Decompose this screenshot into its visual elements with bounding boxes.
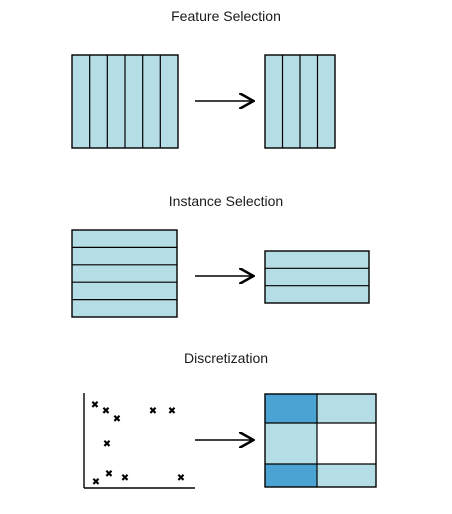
feature-input-matrix <box>71 54 179 149</box>
grid-cell-dark <box>265 464 317 487</box>
scatter-point: ✖ <box>121 473 129 484</box>
feature-selection-title: Feature Selection <box>171 8 281 24</box>
scatter-point: ✖ <box>105 469 113 480</box>
grid-cell-empty <box>317 423 376 464</box>
instance-output-box <box>264 250 370 304</box>
scatter-point: ✖ <box>102 406 110 417</box>
scatter-point: ✖ <box>149 406 157 417</box>
scatter-point: ✖ <box>92 477 100 488</box>
scatter-point: ✖ <box>177 473 185 484</box>
grid-cell-light <box>317 464 376 487</box>
instance-input-matrix <box>71 229 178 318</box>
grid-border <box>264 393 377 488</box>
discretized-grid <box>264 393 377 488</box>
instance-input-box <box>71 229 178 318</box>
instance-selection-title: Instance Selection <box>168 193 284 209</box>
scatter-point: ✖ <box>91 400 99 411</box>
scatter-plot: ✖ ✖ ✖ ✖ ✖ ✖ ✖ ✖ ✖ ✖ <box>83 393 195 489</box>
grid-cell-light <box>265 423 317 464</box>
grid-cell-dark <box>265 394 317 423</box>
discretization-title: Discretization <box>183 350 269 366</box>
feature-output-matrix <box>264 54 336 149</box>
scatter-point: ✖ <box>168 406 176 417</box>
instance-output-matrix <box>264 250 370 304</box>
scatter-point: ✖ <box>113 414 121 425</box>
grid-cell-light <box>317 394 376 423</box>
scatter-point: ✖ <box>103 439 111 450</box>
